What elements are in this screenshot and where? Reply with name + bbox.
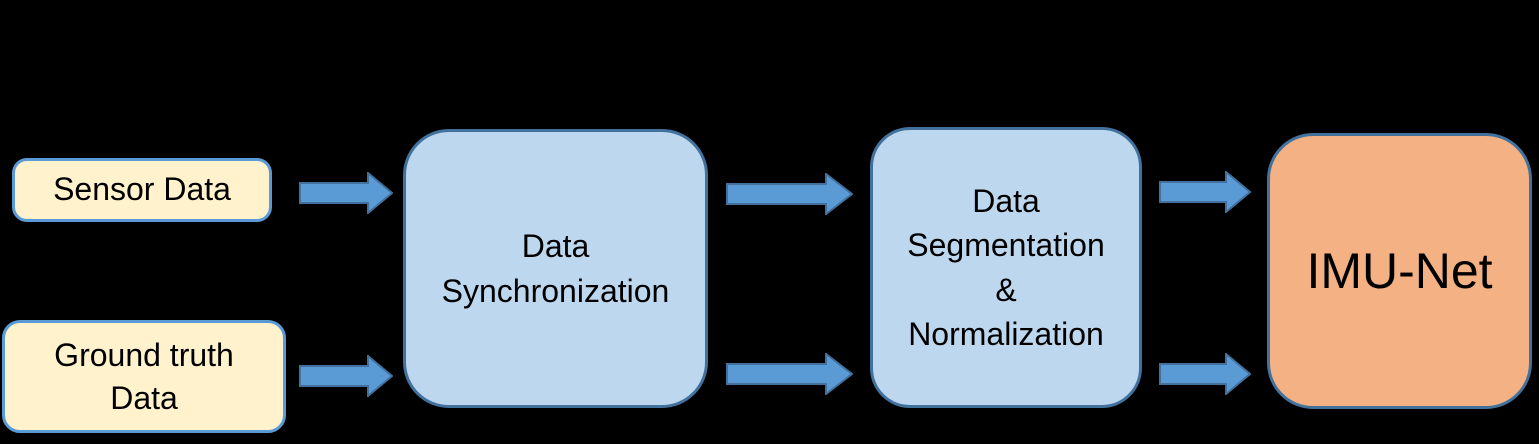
node-data-synchronization-label: Data Synchronization (441, 228, 670, 309)
arrow-shape (299, 355, 393, 397)
arrow-sensor-to-sync-icon (299, 172, 393, 214)
node-imu-net: IMU-Net (1267, 133, 1532, 409)
node-ground-truth-data-label: Ground truth Data (54, 336, 234, 416)
node-sensor-data-label: Sensor Data (53, 171, 231, 208)
arrow-shape (299, 172, 393, 214)
arrow-shape (726, 173, 853, 215)
arrow-shape (1159, 353, 1251, 395)
arrow-shape (1159, 171, 1251, 213)
node-imu-net-label: IMU-Net (1306, 243, 1493, 299)
node-data-segmentation-normalization-label: Data Segmentation & Normalization (907, 183, 1105, 352)
node-data-segmentation-normalization: Data Segmentation & Normalization (870, 127, 1142, 408)
arrow-seg-to-imu-bottom-icon (1159, 353, 1251, 395)
arrow-shape (726, 353, 853, 395)
arrow-sync-to-seg-top-icon (726, 173, 853, 215)
node-sensor-data: Sensor Data (12, 158, 272, 222)
arrow-ground-to-sync-icon (299, 355, 393, 397)
node-data-synchronization: Data Synchronization (403, 129, 708, 408)
arrow-seg-to-imu-top-icon (1159, 171, 1251, 213)
node-ground-truth-data: Ground truth Data (2, 320, 286, 433)
arrow-sync-to-seg-bottom-icon (726, 353, 853, 395)
